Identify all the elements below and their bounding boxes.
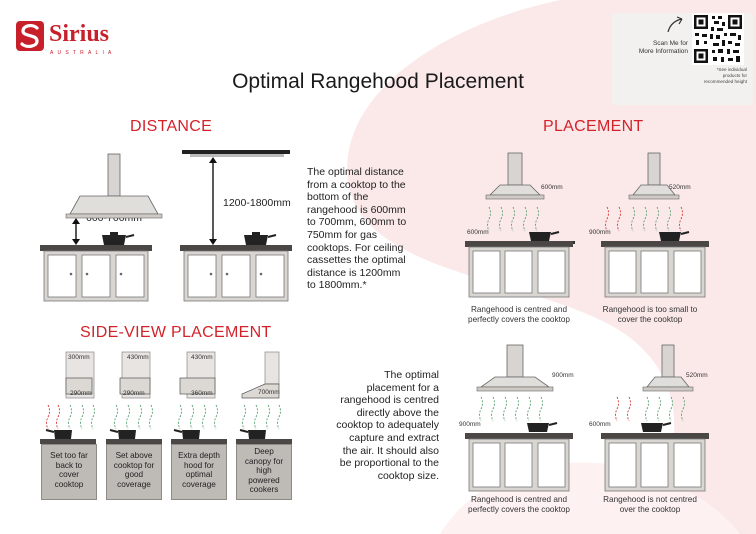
placement-1: [465, 152, 575, 298]
brand-sub: AUSTRALIA: [50, 50, 116, 56]
side-view-heading: SIDE-VIEW PLACEMENT: [80, 324, 272, 341]
side-view-1-top: 300mm: [68, 354, 90, 361]
placement-4-cooktop: 600mm: [589, 421, 611, 428]
qr-code[interactable]: [692, 13, 744, 65]
page-title: Optimal Rangehood Placement: [232, 70, 524, 93]
qr-code-icon: [694, 15, 742, 63]
side-view-3-top: 430mm: [191, 354, 213, 361]
placement-illustrations: [465, 152, 709, 492]
side-view-2-top: 430mm: [127, 354, 149, 361]
distance-heading: DISTANCE: [130, 118, 213, 135]
pointer-arrow-icon: [667, 16, 683, 33]
side-view-4-depth: 700mm: [258, 389, 280, 396]
side-view-illustrations: [40, 351, 292, 444]
brand-name: Sirius: [49, 21, 110, 47]
side-view-2-depth: 290mm: [123, 390, 145, 397]
distance-label-b: 1200-1800mm: [223, 197, 291, 209]
placement-4: [601, 344, 709, 492]
side-view-3-depth: 360mm: [191, 390, 213, 397]
placement-1-width: 600mm: [541, 184, 563, 191]
distance-illustrations: [40, 150, 292, 302]
placement-3-cooktop: 900mm: [459, 421, 481, 428]
placement-2-width: 520mm: [669, 184, 691, 191]
rangehood-1: [65, 153, 163, 219]
placement-2: [601, 152, 709, 298]
sirius-logo-icon: [16, 21, 44, 51]
placement-4-width: 520mm: [686, 372, 708, 379]
placement-2-cooktop: 900mm: [589, 229, 611, 236]
side-view-1-depth: 290mm: [70, 390, 92, 397]
placement-heading: PLACEMENT: [543, 118, 644, 135]
placement-3-width: 900mm: [552, 372, 574, 379]
placement-3: [465, 344, 573, 492]
placement-1-cooktop: 600mm: [467, 229, 489, 236]
